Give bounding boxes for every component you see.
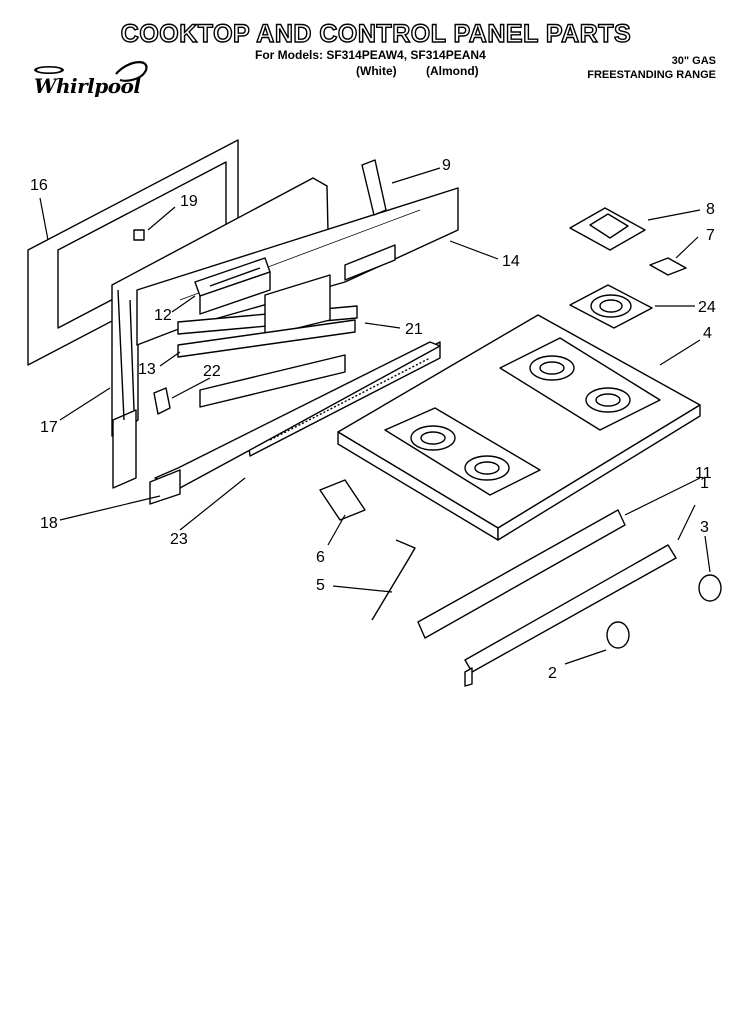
- part-4-cooktop: [337, 314, 701, 541]
- callout-11: 11: [695, 465, 712, 482]
- page-title: COOKTOP AND CONTROL PANEL PARTS: [120, 19, 632, 48]
- callout-23: 23: [170, 531, 188, 548]
- part-11-manifold: [417, 509, 626, 639]
- callout-labels: 1 2 3 4 5 6 7 8 9 11 12 13 14 16 17 18 1…: [30, 157, 716, 682]
- part-21-rail: [177, 274, 358, 337]
- callout-4: 4: [703, 325, 712, 342]
- callout-18: 18: [40, 515, 58, 532]
- callout-5: 5: [316, 577, 325, 594]
- part-24-seal: [569, 284, 653, 329]
- part-18-manifold-cover: [149, 341, 441, 505]
- variant-white: (White): [356, 64, 397, 78]
- part-22-clip: [153, 387, 171, 415]
- callout-16: 16: [30, 177, 48, 194]
- callout-2: 2: [548, 665, 557, 682]
- part-2-knob: [606, 621, 630, 649]
- model-numbers: For Models: SF314PEAW4, SF314PEAN4: [255, 48, 486, 62]
- callout-9: 9: [442, 157, 451, 174]
- part-5-rod: [371, 539, 416, 621]
- part-3-knob: [698, 574, 722, 602]
- part-8-burner: [569, 207, 646, 251]
- callout-14: 14: [502, 253, 520, 270]
- part-1-pipe: [464, 544, 677, 687]
- callout-8: 8: [706, 201, 715, 218]
- callout-6: 6: [316, 549, 325, 566]
- range-size: 30" GAS: [671, 55, 716, 67]
- whirlpool-logo-word: Whirlpool: [34, 74, 141, 98]
- callout-7: 7: [706, 227, 715, 244]
- callout-21: 21: [405, 321, 423, 338]
- part-7-igniter: [649, 257, 687, 276]
- range-type: FREESTANDING RANGE: [587, 69, 716, 81]
- callout-19: 19: [180, 193, 198, 210]
- leader-lines: [39, 167, 711, 665]
- callout-1: 1: [700, 475, 709, 492]
- callout-24: 24: [698, 299, 716, 316]
- callout-13: 13: [138, 361, 156, 378]
- part-12-clock: [194, 257, 271, 315]
- callout-12: 12: [154, 307, 172, 324]
- callout-17: 17: [40, 419, 58, 436]
- part-6-bracket: [319, 479, 366, 521]
- variant-almond: (Almond): [426, 64, 479, 78]
- callout-3: 3: [700, 519, 709, 536]
- part-9-bracket: [361, 159, 387, 216]
- whirlpool-logo: [34, 61, 148, 82]
- part-19-screw: [133, 229, 145, 241]
- callout-22: 22: [203, 363, 221, 380]
